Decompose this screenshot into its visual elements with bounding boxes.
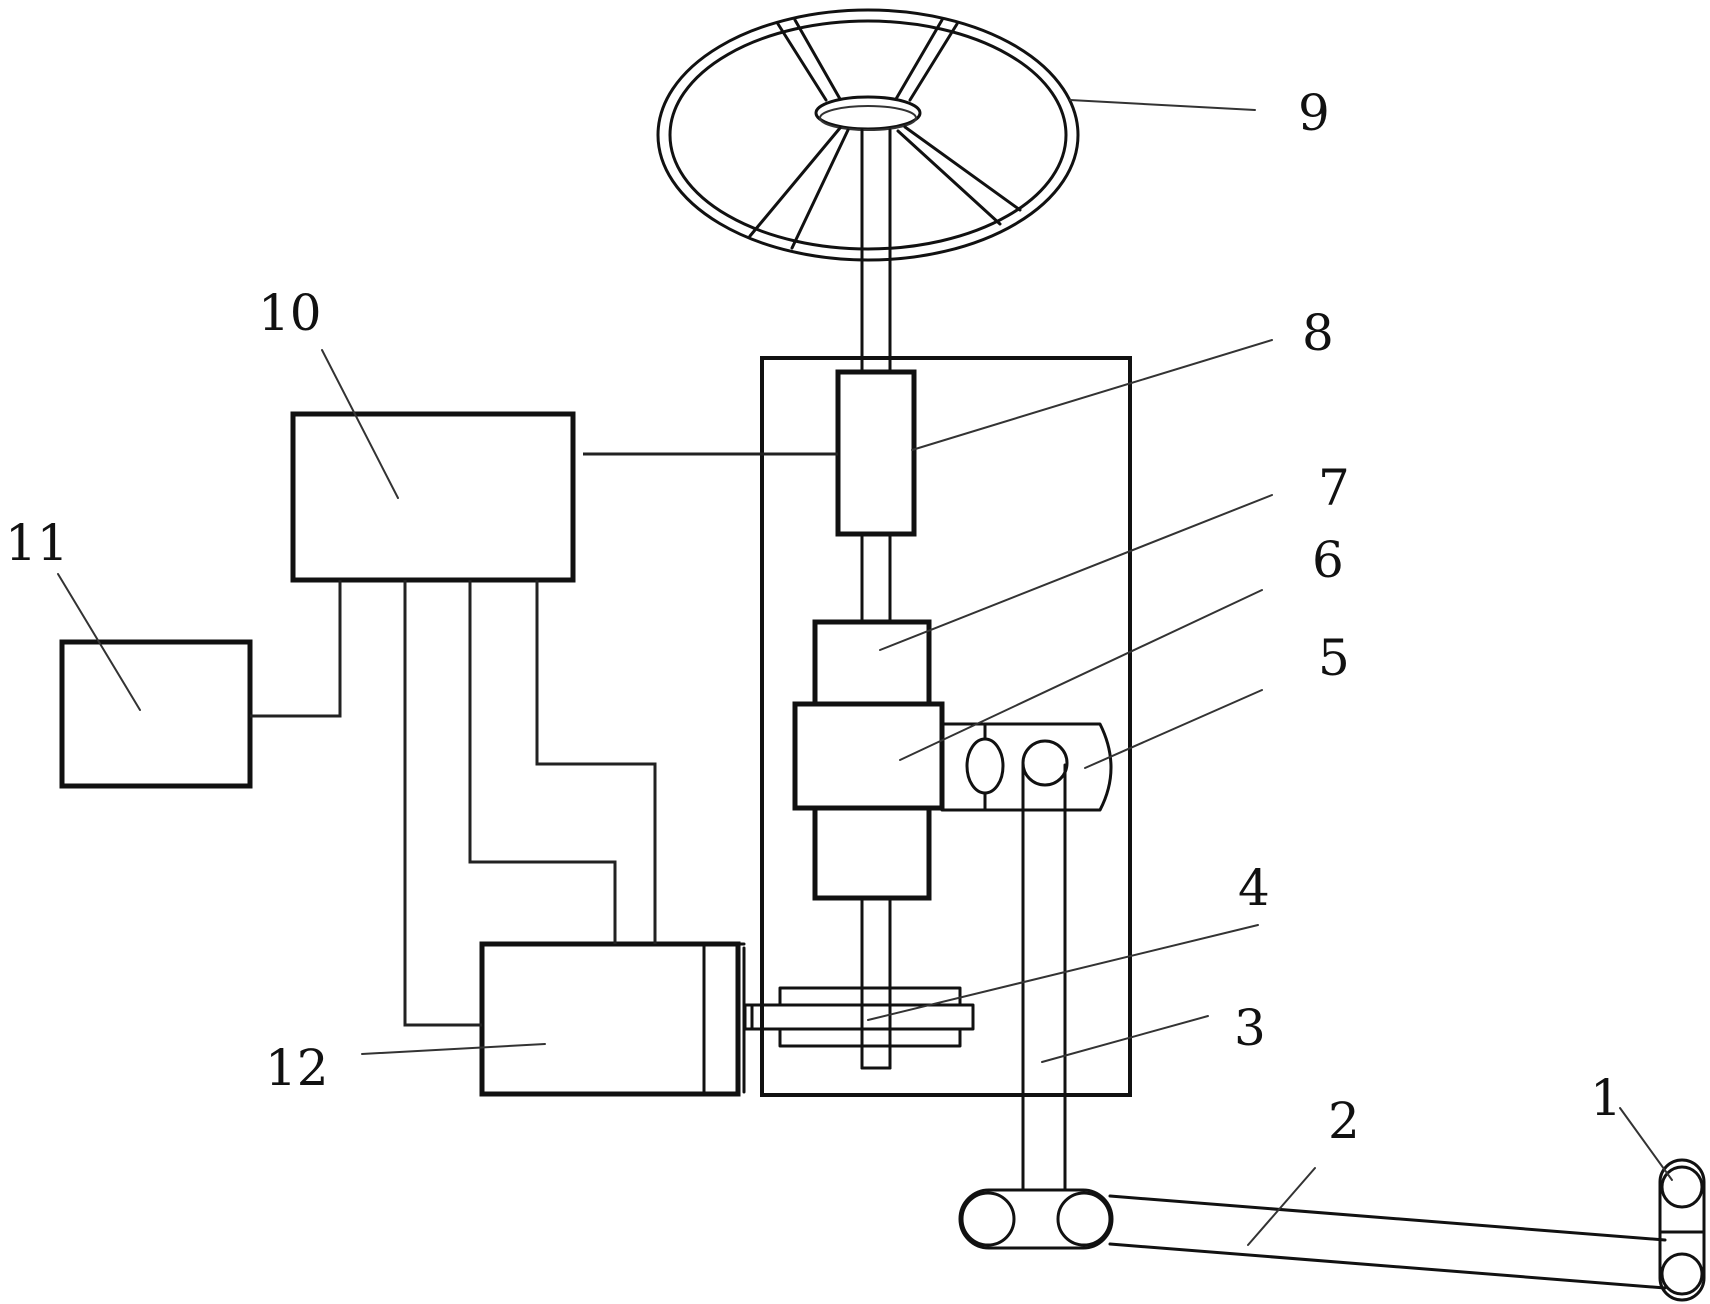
label-2: 2 [1328, 1092, 1360, 1150]
torque-sensor-8 [835, 369, 917, 537]
leader-lines [57, 99, 1673, 1246]
label-4: 4 [1238, 859, 1270, 917]
gear-4 [743, 986, 975, 1048]
steering-rod-3 [1021, 763, 1067, 1192]
steering-wheel [656, 8, 1080, 262]
label-7: 7 [1318, 459, 1350, 517]
tie-rod-2 [958, 1188, 1667, 1290]
label-6: 6 [1312, 531, 1344, 589]
label-1: 1 [1590, 1069, 1622, 1127]
label-5: 5 [1318, 629, 1350, 687]
part-labels: 9 8 7 6 5 4 3 2 1 10 11 12 [5, 84, 1622, 1150]
wiring [250, 452, 838, 1027]
label-11: 11 [5, 514, 69, 572]
label-3: 3 [1234, 999, 1266, 1057]
label-9: 9 [1298, 84, 1330, 142]
component-6 [792, 701, 945, 811]
label-10: 10 [258, 284, 322, 342]
component-11 [59, 639, 253, 789]
label-12: 12 [265, 1039, 329, 1097]
label-8: 8 [1302, 304, 1334, 362]
joint-5 [940, 722, 1113, 812]
steering-column [860, 256, 892, 1070]
wheel-assembly-1 [1658, 1158, 1706, 1302]
controller-10 [290, 411, 576, 583]
housing-frame [760, 356, 1132, 1097]
motor-12 [479, 941, 754, 1097]
